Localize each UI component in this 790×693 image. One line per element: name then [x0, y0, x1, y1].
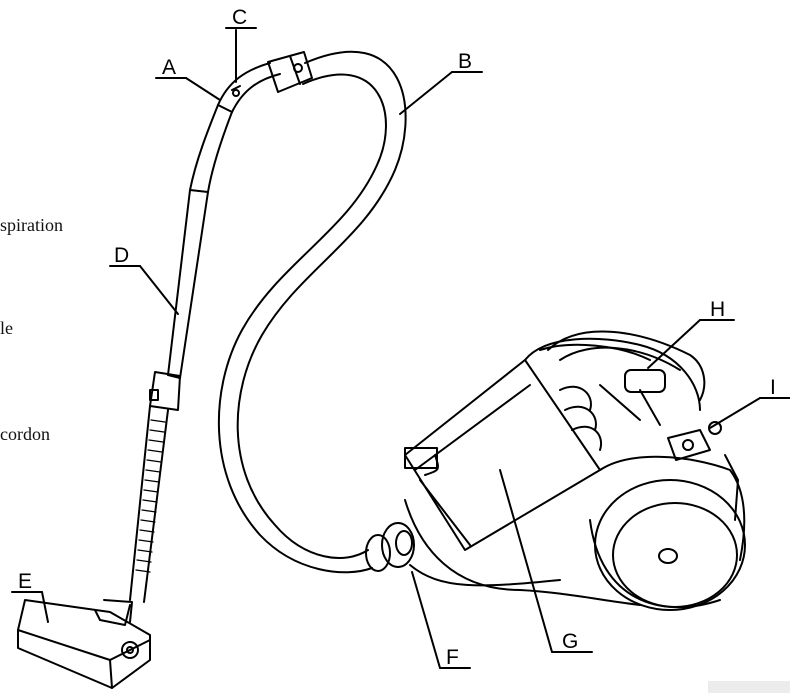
corner-fade	[708, 681, 790, 693]
label-e: E	[18, 570, 32, 593]
leader-lines	[11, 27, 790, 669]
side-text-3: cordon	[0, 424, 50, 444]
side-text-2: le	[0, 318, 13, 338]
label-b: B	[458, 50, 472, 73]
label-f: F	[446, 646, 459, 669]
label-g: G	[562, 630, 578, 653]
label-a: A	[162, 56, 176, 79]
label-d: D	[114, 244, 129, 267]
telescopic-tube	[129, 104, 233, 603]
label-c: C	[232, 6, 247, 29]
label-i: I	[770, 376, 776, 399]
handle	[217, 62, 281, 113]
flexible-hose	[217, 50, 407, 574]
hose-inlet	[365, 522, 415, 572]
label-h: H	[710, 298, 725, 321]
hose-handle-coupling	[267, 51, 313, 93]
floor-brush	[17, 599, 151, 689]
cleaner-body	[404, 330, 746, 611]
side-text-1: spiration	[0, 215, 63, 235]
